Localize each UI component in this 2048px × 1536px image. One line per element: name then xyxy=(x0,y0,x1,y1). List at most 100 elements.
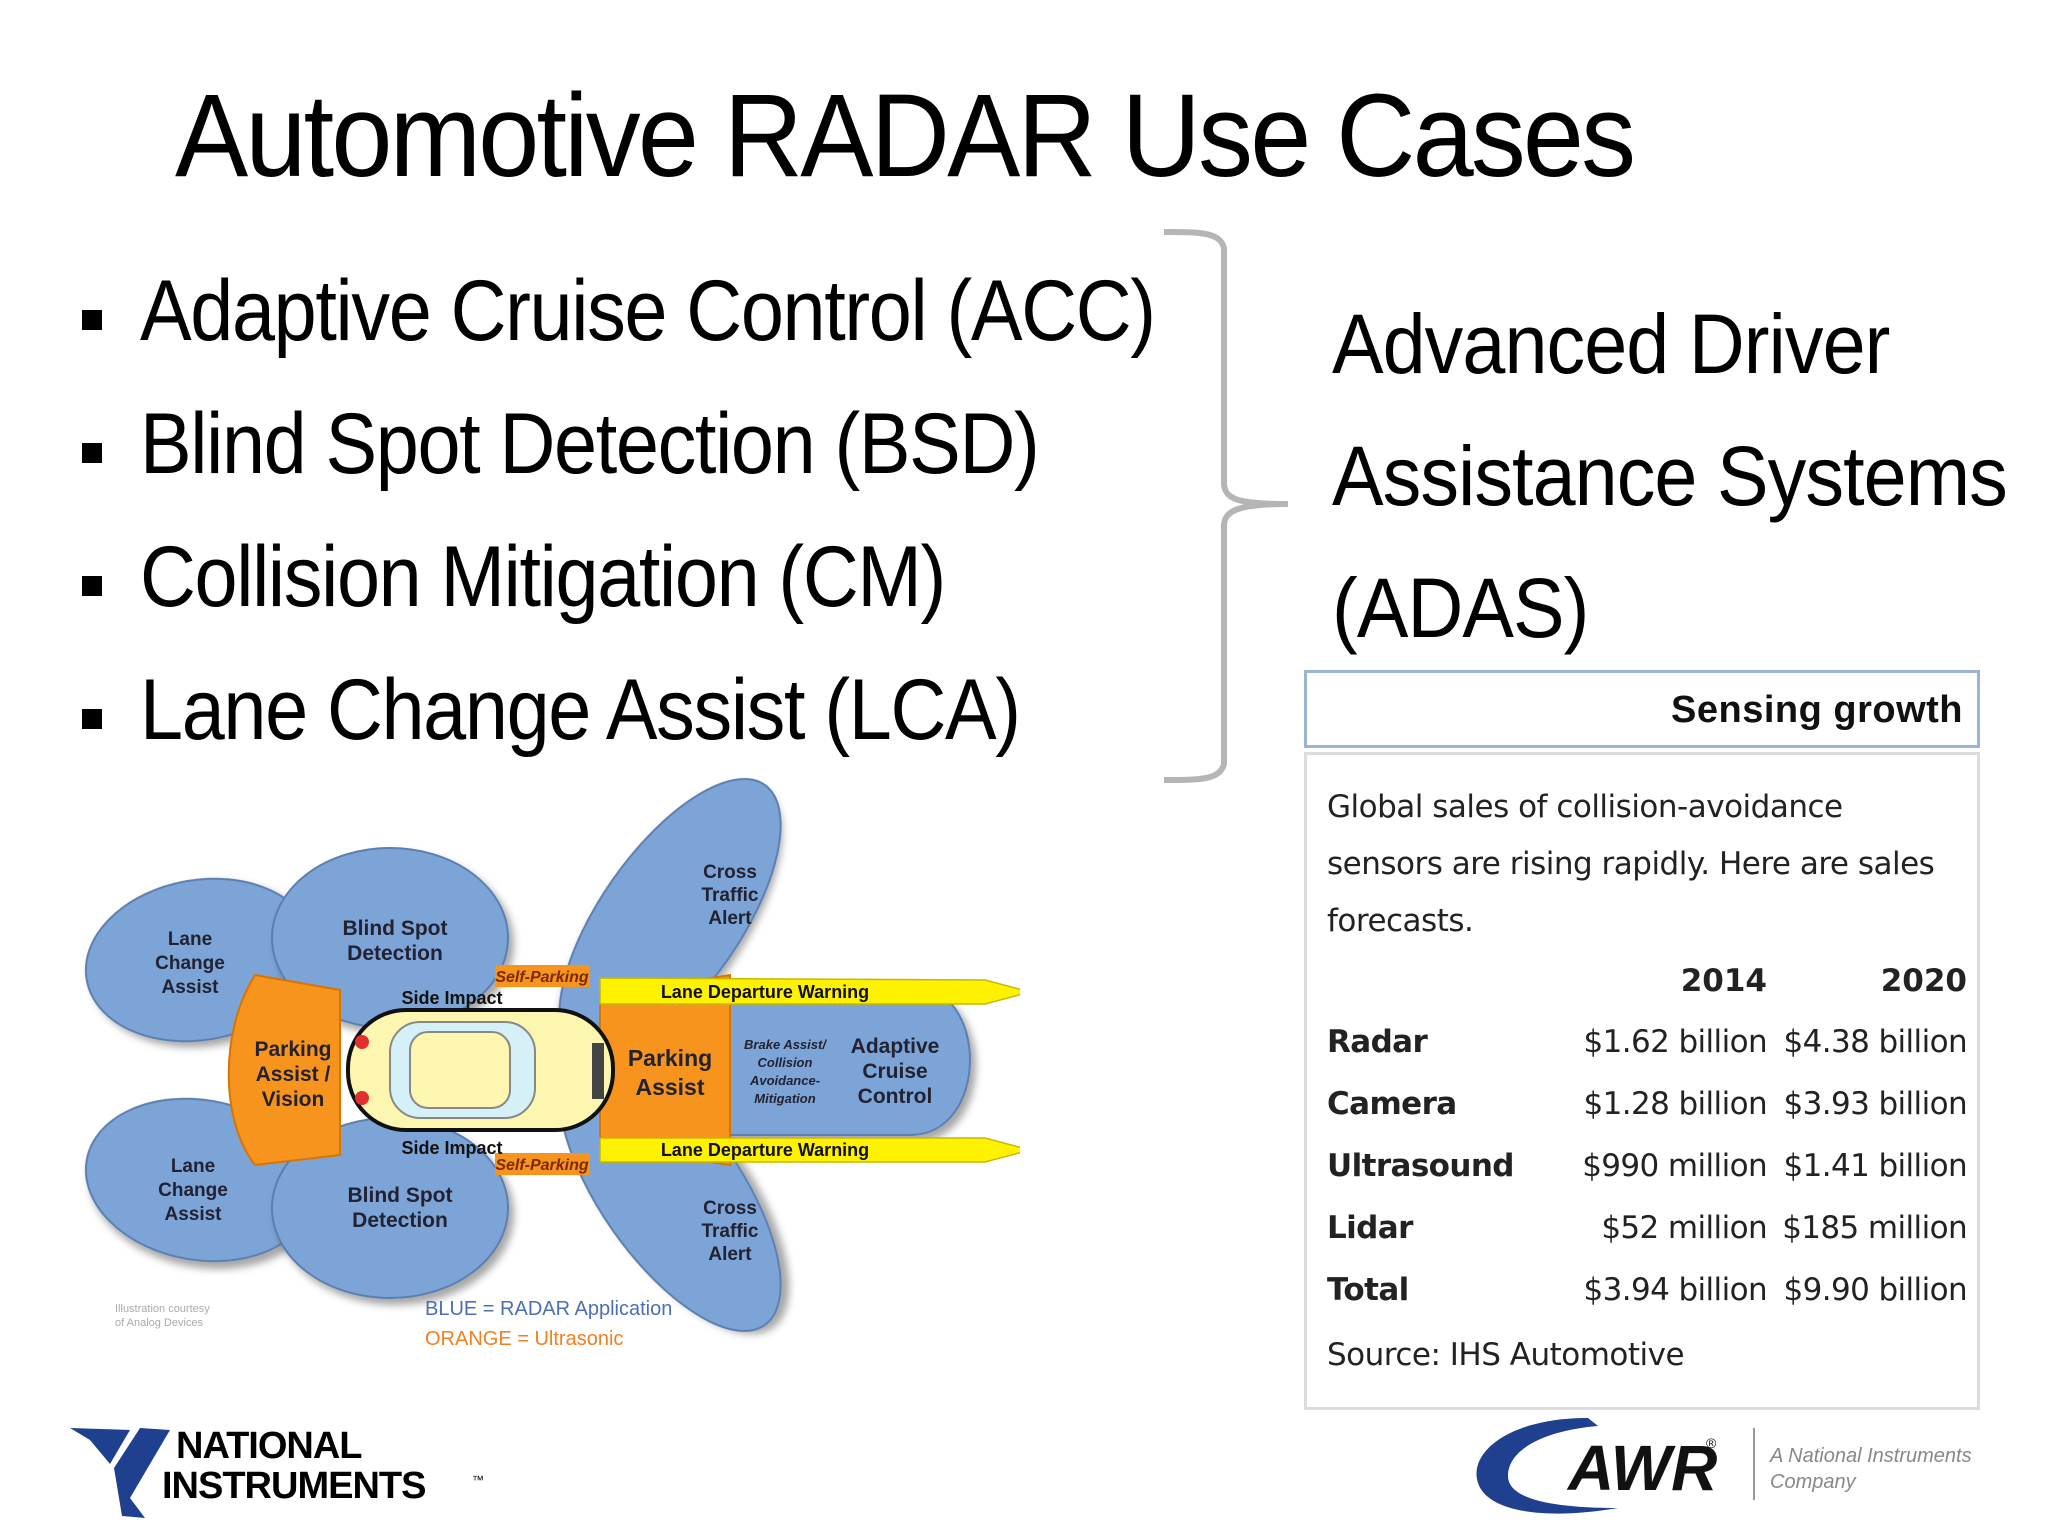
column-header-2014: 2014 xyxy=(1680,963,1767,999)
car-icon xyxy=(346,1008,615,1132)
acc-label: Adaptive xyxy=(851,1035,940,1058)
national-instruments-logo: NATIONAL INSTRUMENTS ™ xyxy=(70,1425,484,1518)
value-2020: $1.41 billion xyxy=(1783,1148,1967,1184)
adas-line: Assistance Systems xyxy=(1332,429,2008,523)
column-header-2020: 2020 xyxy=(1880,963,1967,999)
lane-departure-label-top: Lane Departure Warning xyxy=(661,982,869,1002)
parking-vision-label: Parking xyxy=(254,1038,331,1061)
awr-logo: AWR ® A National Instruments Company xyxy=(1476,1418,1972,1514)
value-2014: $3.94 billion xyxy=(1583,1272,1767,1308)
legend-blue: BLUE = RADAR Application xyxy=(425,1298,672,1320)
cross-traffic-label-bottom: Alert xyxy=(708,1244,752,1265)
table-row: Total $3.94 billion $9.90 billion xyxy=(1327,1259,1968,1321)
sales-forecast-table: 2014 2020 Radar $1.62 billion $4.38 bill… xyxy=(1327,951,1968,1321)
awr-registered: ® xyxy=(1706,1435,1717,1451)
parking-assist-label: Parking xyxy=(628,1045,712,1071)
blind-spot-label-bottom: Blind Spot xyxy=(348,1184,453,1207)
brake-assist-label: Avoidance- xyxy=(749,1073,820,1088)
table-row: Camera $1.28 billion $3.93 billion xyxy=(1327,1073,1968,1135)
parking-vision-label: Vision xyxy=(262,1088,325,1111)
use-case-list: Adaptive Cruise Control (ACC) Blind Spot… xyxy=(78,262,1267,794)
row-label: Radar xyxy=(1327,1024,1428,1060)
brake-assist-label: Brake Assist/ xyxy=(744,1037,827,1052)
parking-assist-label: Assist xyxy=(635,1074,704,1100)
lane-change-label-bottom: Assist xyxy=(164,1204,222,1225)
cross-traffic-label-top: Traffic xyxy=(701,885,758,906)
self-parking-zone-bottom xyxy=(495,1153,590,1175)
lane-change-label-bottom: Change xyxy=(158,1180,228,1201)
ni-line2: INSTRUMENTS xyxy=(162,1465,425,1507)
cross-traffic-label-bottom: Cross xyxy=(703,1198,757,1219)
ni-trademark: ™ xyxy=(472,1473,484,1487)
use-case-text: Lane Change Assist (LCA) xyxy=(140,662,1021,758)
self-parking-label-bottom: Self-Parking xyxy=(495,1157,589,1174)
lane-change-label-bottom: Lane xyxy=(171,1156,215,1177)
use-case-text: Blind Spot Detection (BSD) xyxy=(140,396,1040,492)
use-case-item: Collision Mitigation (CM) xyxy=(78,528,1267,661)
bullet-square-icon xyxy=(82,443,102,463)
sensing-growth-header: Sensing growth xyxy=(1304,670,1980,748)
lane-change-label-top: Change xyxy=(155,953,225,974)
lane-departure-label-bottom: Lane Departure Warning xyxy=(661,1140,869,1160)
awr-tagline: Company xyxy=(1770,1471,1857,1493)
awr-wordmark: AWR xyxy=(1566,1432,1717,1504)
use-case-text: Adaptive Cruise Control (ACC) xyxy=(140,263,1156,359)
table-header-row: 2014 2020 xyxy=(1327,951,1967,1011)
row-label: Total xyxy=(1327,1272,1409,1308)
use-case-item: Lane Change Assist (LCA) xyxy=(78,661,1267,794)
ni-eagle-icon xyxy=(70,1428,170,1518)
value-2020: $3.93 billion xyxy=(1783,1086,1967,1122)
sensing-growth-title: Sensing growth xyxy=(1671,689,1963,731)
illustration-credit: Illustration courtesy xyxy=(115,1303,210,1315)
row-label: Camera xyxy=(1327,1086,1457,1122)
acc-label: Control xyxy=(858,1085,933,1108)
adas-line: (ADAS) xyxy=(1332,561,1589,655)
blind-spot-label-top: Detection xyxy=(347,942,443,965)
sensing-growth-description: Global sales of collision-avoidance sens… xyxy=(1327,789,1935,939)
lane-change-label-top: Lane xyxy=(168,929,212,950)
table-row: Lidar $52 million $185 million xyxy=(1327,1197,1968,1259)
use-case-item: Blind Spot Detection (BSD) xyxy=(78,395,1267,528)
bullet-square-icon xyxy=(82,576,102,596)
lane-change-label-top: Assist xyxy=(161,977,219,998)
use-case-text: Collision Mitigation (CM) xyxy=(140,529,946,625)
illustration-credit: of Analog Devices xyxy=(115,1317,204,1329)
source-note: Source: IHS Automotive xyxy=(1327,1337,1685,1373)
side-impact-label-top: Side Impact xyxy=(401,988,502,1008)
row-label: Ultrasound xyxy=(1327,1148,1515,1184)
cross-traffic-label-top: Alert xyxy=(708,908,752,929)
parking-vision-zone xyxy=(227,973,341,1167)
blind-spot-label-top: Blind Spot xyxy=(343,917,448,940)
value-2014: $52 million xyxy=(1601,1210,1767,1246)
value-2014: $990 million xyxy=(1582,1148,1767,1184)
bullet-square-icon xyxy=(82,310,102,330)
acc-label: Cruise xyxy=(862,1060,927,1083)
value-2020: $185 million xyxy=(1782,1210,1967,1246)
cross-traffic-label-bottom: Traffic xyxy=(701,1221,758,1242)
column-header xyxy=(1327,951,1577,1011)
parking-vision-label: Assist / xyxy=(256,1063,331,1086)
lane-departure-beam-top xyxy=(599,977,1020,1005)
sensing-growth-panel: Global sales of collision-avoidance sens… xyxy=(1304,752,1980,1410)
use-case-item: Adaptive Cruise Control (ACC) xyxy=(78,262,1267,395)
table-row: Ultrasound $990 million $1.41 billion xyxy=(1327,1135,1968,1197)
radar-coverage-diagram: Lane Change Assist Lane Change Assist Bl… xyxy=(84,778,1020,1350)
curly-brace-icon xyxy=(1163,229,1289,783)
self-parking-zone-top xyxy=(495,965,590,987)
blind-spot-label-bottom: Detection xyxy=(352,1209,448,1232)
brake-assist-label: Collision xyxy=(758,1055,813,1070)
brake-assist-label: Mitigation xyxy=(754,1091,815,1106)
table-row: Radar $1.62 billion $4.38 billion xyxy=(1327,1011,1968,1073)
cross-traffic-label-top: Cross xyxy=(703,862,757,883)
bullet-square-icon xyxy=(82,709,102,729)
adas-label: Advanced Driver Assistance Systems (ADAS… xyxy=(1332,278,2008,674)
self-parking-label-top: Self-Parking xyxy=(495,969,589,986)
value-2014: $1.28 billion xyxy=(1583,1086,1767,1122)
adas-line: Advanced Driver xyxy=(1332,297,1890,391)
lane-departure-beam-bottom xyxy=(599,1137,1020,1163)
value-2020: $4.38 billion xyxy=(1783,1024,1967,1060)
value-2020: $9.90 billion xyxy=(1783,1272,1967,1308)
value-2014: $1.62 billion xyxy=(1583,1024,1767,1060)
awr-tagline: A National Instruments xyxy=(1769,1445,1972,1467)
awr-swoosh-icon xyxy=(1476,1418,1618,1514)
